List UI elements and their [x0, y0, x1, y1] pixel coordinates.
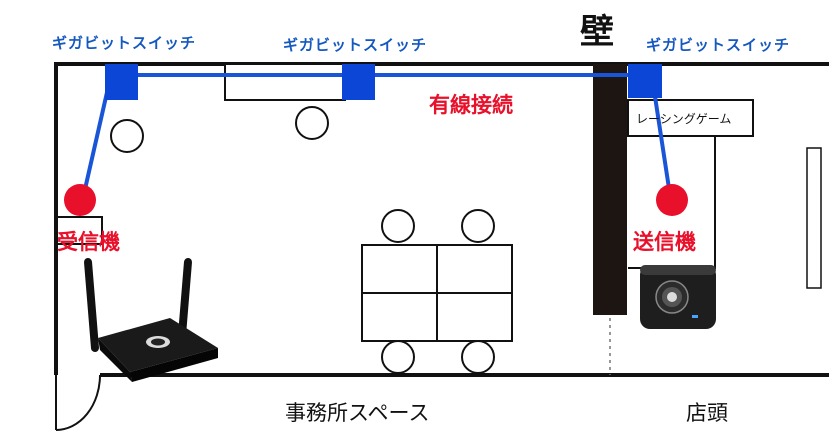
- transmitter-dot: [656, 184, 688, 216]
- chair-desk-4: [461, 340, 495, 374]
- receiver-device-image: [84, 258, 218, 382]
- cable-to-transmitter: [652, 89, 672, 196]
- switch-label-right: ギガビットスイッチ: [646, 36, 791, 54]
- wired-connection-label: 有線接続: [429, 93, 513, 117]
- chair-middle-top: [295, 106, 329, 140]
- switch-middle: [342, 64, 375, 100]
- wall-label: 壁: [580, 12, 614, 52]
- storefront-label: 店頭: [686, 401, 728, 425]
- receiver-table: [56, 216, 103, 245]
- office-space-label: 事務所スペース: [285, 401, 430, 425]
- top-counter: [224, 63, 346, 101]
- transmitter-device-image: [640, 265, 716, 329]
- racing-game-label: レーシングゲーム: [636, 112, 732, 126]
- chair-left-top: [110, 119, 144, 153]
- chair-desk-2: [461, 209, 495, 243]
- switch-label-middle: ギガビットスイッチ: [283, 36, 428, 54]
- chair-desk-1: [381, 209, 415, 243]
- receiver-dot: [64, 184, 96, 216]
- switch-left: [105, 64, 138, 100]
- transmitter-label: 送信機: [633, 230, 696, 254]
- room-outline-top-left: [54, 62, 829, 375]
- door-swing-arc: [55, 374, 101, 431]
- receiver-label: 受信機: [57, 230, 120, 254]
- racing-game-box: [627, 99, 754, 137]
- window: [806, 147, 822, 289]
- switch-right: [628, 64, 662, 98]
- switch-label-left: ギガビットスイッチ: [52, 34, 197, 52]
- cable-to-receiver: [81, 87, 110, 199]
- chair-desk-3: [381, 340, 415, 374]
- wall-bar: [593, 64, 627, 315]
